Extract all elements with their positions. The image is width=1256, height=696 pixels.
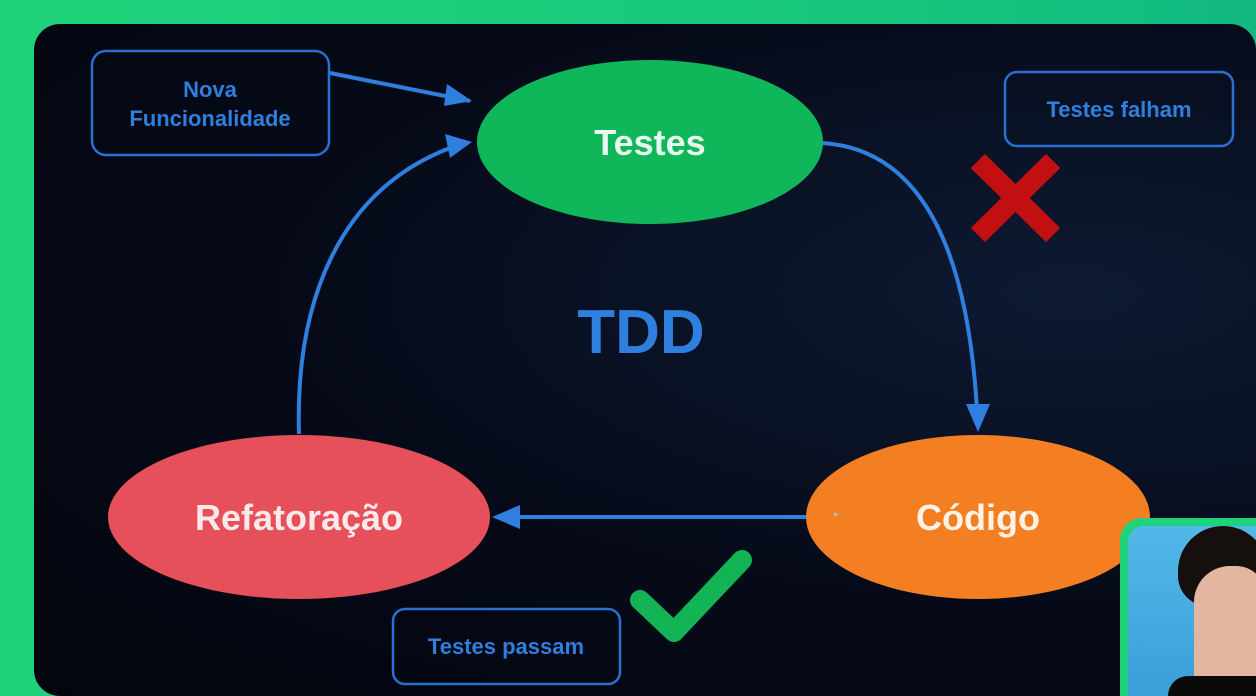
- note-nova-funcionalidade-line2: Funcionalidade: [129, 106, 290, 131]
- arrow-testes-to-codigo: [821, 141, 979, 411]
- note-nova-funcionalidade-line1: Nova: [183, 77, 238, 102]
- note-testes-passam-label: Testes passam: [428, 634, 584, 659]
- arrow-refatoracao-to-testes: [296, 146, 451, 435]
- arrowhead: [492, 505, 520, 529]
- node-testes-label: Testes: [594, 122, 705, 163]
- diagram-title: TDD: [577, 298, 704, 367]
- presenter-shirt: [1168, 676, 1256, 696]
- mouse-cursor-icon: ▸: [834, 509, 840, 520]
- node-codigo: [806, 435, 1150, 599]
- node-refatoracao: [108, 435, 490, 599]
- check-icon: [630, 550, 752, 642]
- arrowhead: [444, 84, 472, 106]
- node-testes: [477, 60, 823, 224]
- note-nova-funcionalidade: [90, 49, 331, 157]
- arrowhead: [445, 134, 472, 158]
- note-testes-falham-label: Testes falham: [1046, 97, 1191, 122]
- cross-icon: [970, 153, 1061, 243]
- webcam-overlay: [1120, 518, 1256, 696]
- note-testes-passam: [391, 607, 622, 686]
- webcam-video: [1128, 526, 1256, 696]
- arrowhead: [966, 404, 990, 432]
- node-codigo-label: Código: [916, 497, 1040, 538]
- presenter-face: [1194, 566, 1256, 696]
- node-refatoracao-label: Refatoração: [195, 497, 403, 538]
- note-testes-falham: [1003, 70, 1235, 148]
